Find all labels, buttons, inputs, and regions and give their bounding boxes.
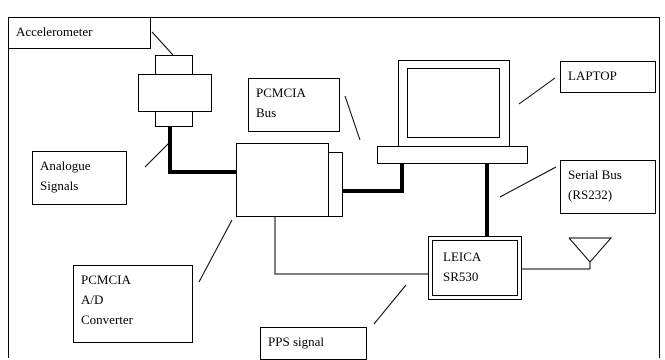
pcmcia-bus-leader xyxy=(344,95,361,141)
pps-signal-label: PPS signal xyxy=(260,327,367,360)
analogue-signals-label: Analogue Signals xyxy=(32,151,127,205)
converter-label: PCMCIA A/D Converter xyxy=(73,265,193,343)
antenna-icon xyxy=(568,237,613,263)
accelerometer-leader xyxy=(151,31,174,56)
analogue-cable xyxy=(168,126,236,174)
pcmcia-bus-label: PCMCIA Bus xyxy=(248,78,340,132)
pps-leader xyxy=(373,284,407,325)
laptop-label: LAPTOP xyxy=(560,61,656,93)
leica-label: LEICA SR530 xyxy=(443,249,482,284)
outer-frame xyxy=(8,17,660,358)
laptop-leader xyxy=(518,77,556,105)
serial-bus-leader xyxy=(499,166,557,198)
converter-leader xyxy=(198,219,233,283)
laptop-screen-outer xyxy=(398,60,510,147)
serial-bus-label: Serial Bus (RS232) xyxy=(560,160,656,214)
pcmcia-card-slot xyxy=(328,152,343,217)
leica-inner-border xyxy=(432,240,518,296)
laptop-screen-inner xyxy=(407,68,500,138)
pcmcia-bus-cable xyxy=(343,164,404,193)
analogue-leader xyxy=(144,142,170,168)
converter-box xyxy=(236,143,329,217)
accelerometer-top-block xyxy=(155,55,193,75)
leica-outer-border xyxy=(428,236,522,300)
accelerometer-bottom-block xyxy=(155,111,193,127)
accelerometer-body xyxy=(138,74,212,112)
accelerometer-label: Accelerometer xyxy=(8,17,151,49)
laptop-base xyxy=(377,146,528,164)
pps-signal-wire xyxy=(274,216,428,275)
